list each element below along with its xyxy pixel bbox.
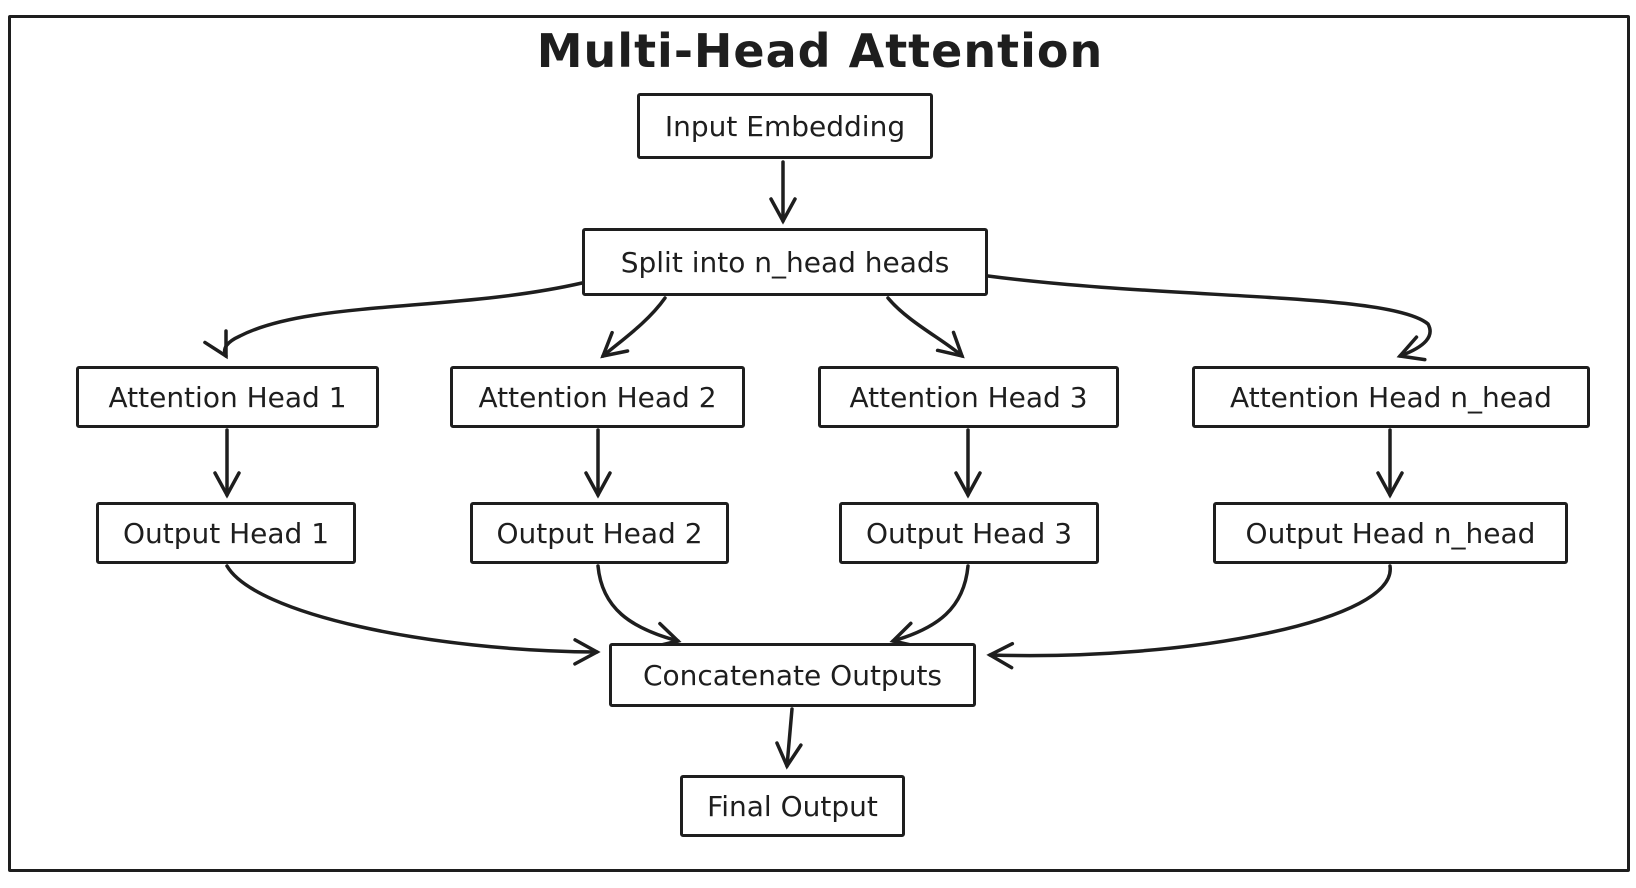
node-output-head-n: Output Head n_head xyxy=(1213,502,1568,564)
node-final-output: Final Output xyxy=(680,775,905,837)
node-split-heads: Split into n_head heads xyxy=(582,228,988,296)
node-output-head-3: Output Head 3 xyxy=(839,502,1099,564)
node-output-head-2: Output Head 2 xyxy=(470,502,729,564)
node-output-head-1: Output Head 1 xyxy=(96,502,356,564)
node-attention-head-n: Attention Head n_head xyxy=(1192,366,1590,428)
node-attention-head-3: Attention Head 3 xyxy=(818,366,1119,428)
node-input-embedding: Input Embedding xyxy=(637,93,933,159)
diagram-frame xyxy=(8,15,1630,872)
node-attention-head-1: Attention Head 1 xyxy=(76,366,379,428)
node-attention-head-2: Attention Head 2 xyxy=(450,366,745,428)
node-concatenate-outputs: Concatenate Outputs xyxy=(609,643,976,707)
diagram-title: Multi-Head Attention xyxy=(536,24,1104,78)
